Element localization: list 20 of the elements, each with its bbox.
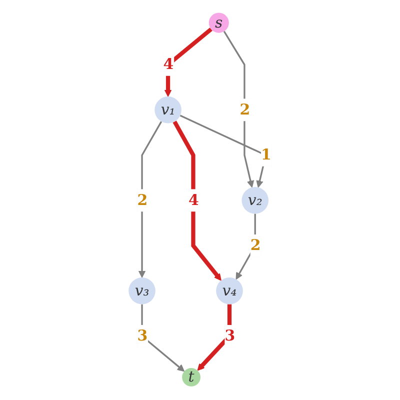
arrow — [173, 120, 222, 281]
arrow — [164, 28, 213, 97]
edge-label: 2 — [250, 236, 262, 254]
node-circle: v₃ — [129, 278, 156, 304]
edge-label: 2 — [240, 101, 251, 119]
node-circle: t — [182, 368, 201, 386]
arrow — [198, 304, 232, 371]
node-circle: v₁ — [155, 96, 182, 124]
edge-label: 1 — [261, 146, 272, 164]
node-circle: s — [209, 12, 230, 33]
edge-label: 2 — [138, 192, 148, 210]
arrow — [142, 304, 185, 372]
edge-label: 3 — [225, 327, 236, 345]
edge-label: 4 — [188, 192, 200, 210]
edge-label: 3 — [138, 327, 148, 345]
arrow — [138, 121, 163, 278]
arrow — [224, 30, 255, 188]
node-circle: v₂ — [242, 187, 269, 214]
node-circle: v₄ — [216, 278, 244, 304]
edge-label: 4 — [164, 56, 174, 74]
